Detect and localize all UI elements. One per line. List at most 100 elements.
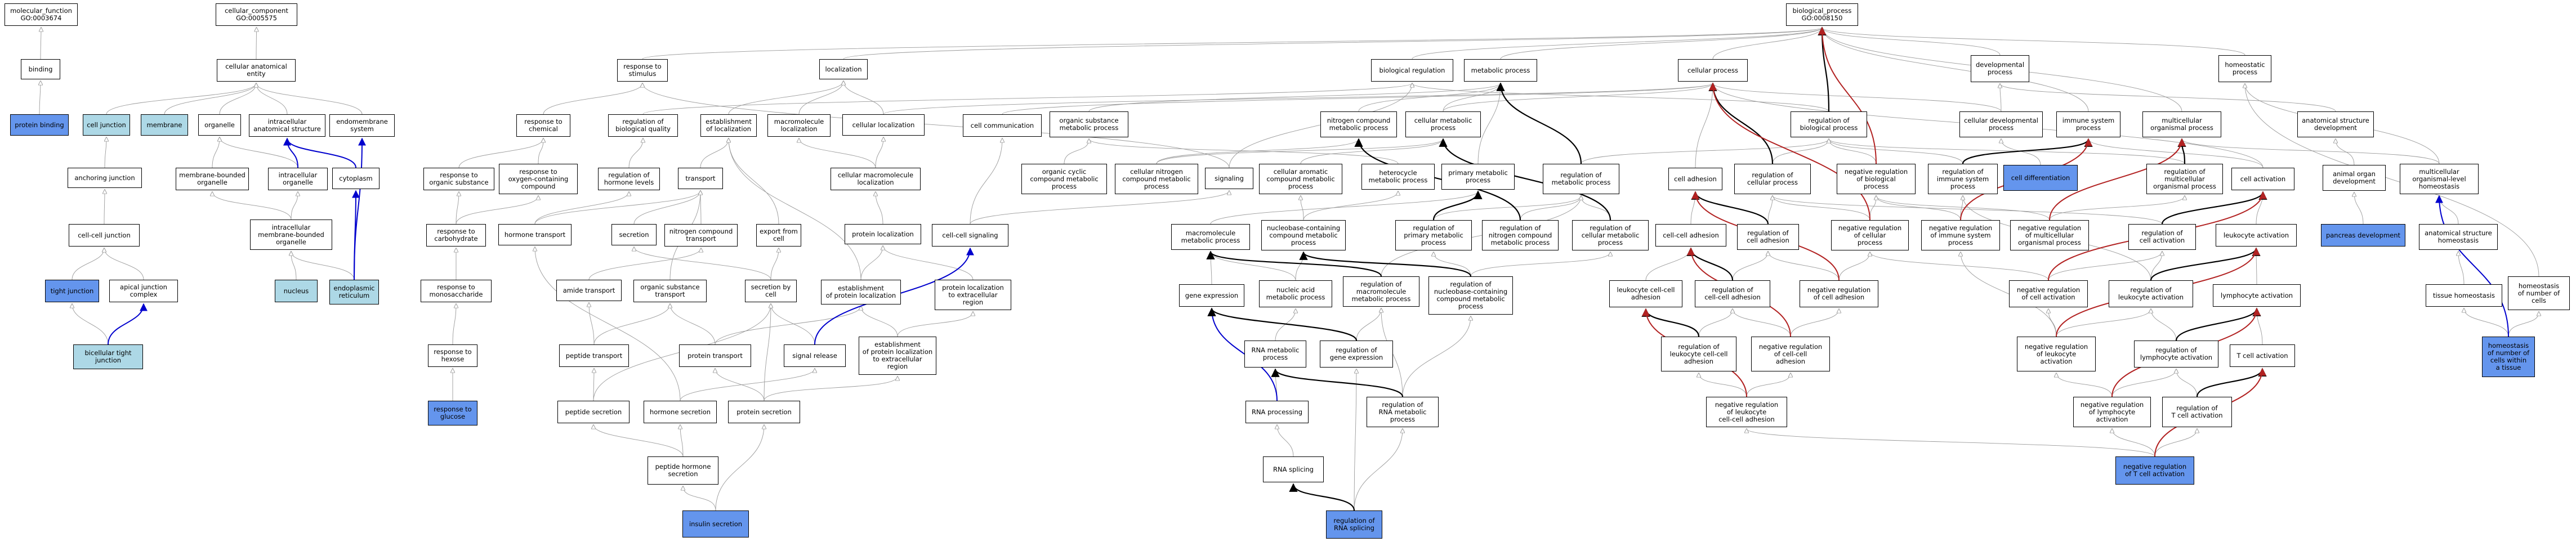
go-node[interactable]: signal release xyxy=(784,344,846,367)
go-node[interactable]: localization xyxy=(819,59,868,79)
go-node[interactable]: tight junction xyxy=(45,280,99,302)
go-node[interactable]: response to oxygen-containing compound xyxy=(499,164,578,194)
go-node[interactable]: cellular process xyxy=(1678,59,1748,82)
go-node[interactable]: cytoplasm xyxy=(332,168,380,189)
go-node[interactable]: negative regulation of multicellular org… xyxy=(2010,220,2089,250)
go-node[interactable]: regulation of gene expression xyxy=(1320,341,1393,368)
go-node[interactable]: cell adhesion xyxy=(1668,168,1722,190)
go-node[interactable]: cellular aromatic compound metabolic pro… xyxy=(1259,164,1342,194)
go-node[interactable]: regulation of hormone levels xyxy=(598,168,660,190)
go-node[interactable]: regulation of cellular metabolic process xyxy=(1572,220,1649,250)
go-node[interactable]: transport xyxy=(678,168,723,189)
go-node[interactable]: response to organic substance xyxy=(423,168,494,190)
go-node[interactable]: cell-cell signaling xyxy=(932,224,1008,247)
go-node[interactable]: regulation of multicellular organismal p… xyxy=(2146,164,2223,194)
go-node[interactable]: nucleobase-containing compound metabolic… xyxy=(1261,220,1346,250)
go-node[interactable]: endoplasmic reticulum xyxy=(329,280,379,304)
go-node[interactable]: cell-cell junction xyxy=(69,224,140,247)
go-node[interactable]: macromolecule localization xyxy=(767,114,831,137)
go-node[interactable]: RNA processing xyxy=(1245,401,1309,423)
go-node[interactable]: hormone transport xyxy=(498,224,572,245)
go-node[interactable]: cellular developmental process xyxy=(1959,111,2043,137)
go-node[interactable]: organic substance transport xyxy=(633,280,707,302)
go-node[interactable]: organelle xyxy=(198,114,241,136)
go-node[interactable]: anchoring junction xyxy=(68,168,142,188)
go-node[interactable]: negative regulation of cell adhesion xyxy=(1800,280,1878,307)
go-node[interactable]: regulation of nucleobase-containing comp… xyxy=(1428,276,1513,315)
go-node[interactable]: heterocycle metabolic process xyxy=(1361,164,1435,190)
go-node[interactable]: peptide hormone secretion xyxy=(648,456,718,485)
go-node[interactable]: response to glucose xyxy=(428,401,477,425)
go-node[interactable]: protein transport xyxy=(679,344,751,367)
go-node[interactable]: negative regulation of lymphocyte activa… xyxy=(2073,397,2151,427)
go-node[interactable]: regulation of T cell activation xyxy=(2162,397,2232,427)
go-node[interactable]: peptide secretion xyxy=(557,401,630,423)
go-node[interactable]: regulation of RNA metabolic process xyxy=(1367,397,1439,427)
go-node[interactable]: biological_process GO:0008150 xyxy=(1786,3,1858,26)
go-node[interactable]: response to chemical xyxy=(516,114,570,137)
go-node[interactable]: pancreas development xyxy=(2321,224,2405,247)
go-node[interactable]: response to stimulus xyxy=(617,59,668,82)
go-node[interactable]: regulation of immune system process xyxy=(1928,164,1998,194)
go-node[interactable]: negative regulation of leukocyte activat… xyxy=(2017,337,2096,371)
go-node[interactable]: T cell activation xyxy=(2230,344,2295,367)
go-node[interactable]: nitrogen compound transport xyxy=(664,224,738,247)
go-node[interactable]: cellular_component GO:0005575 xyxy=(216,3,297,26)
go-node[interactable]: secretion by cell xyxy=(745,280,797,302)
go-node[interactable]: macromolecule metabolic process xyxy=(1171,224,1250,250)
go-node[interactable]: response to hexose xyxy=(428,344,477,367)
go-node[interactable]: negative regulation of cell-cell adhesio… xyxy=(1751,337,1830,371)
go-node[interactable]: negative regulation of immune system pro… xyxy=(1921,220,2000,250)
go-node[interactable]: endomembrane system xyxy=(329,114,395,137)
go-node[interactable]: regulation of cell activation xyxy=(2128,224,2196,250)
go-node[interactable]: response to carbohydrate xyxy=(426,224,486,247)
go-node[interactable]: establishment of protein localization to… xyxy=(859,337,936,375)
go-node[interactable]: cellular macromolecule localization xyxy=(831,168,921,190)
go-node[interactable]: animal organ development xyxy=(2323,165,2386,191)
go-node[interactable]: regulation of leukocyte cell-cell adhesi… xyxy=(1661,337,1736,371)
go-node[interactable]: cell-cell adhesion xyxy=(1655,224,1726,247)
go-node[interactable]: protein localization xyxy=(845,224,921,244)
go-node[interactable]: regulation of nitrogen compound metaboli… xyxy=(1482,220,1559,250)
go-node[interactable]: intracellular organelle xyxy=(268,168,328,190)
go-node[interactable]: leukocyte activation xyxy=(2216,224,2297,247)
go-node[interactable]: regulation of cell-cell adhesion xyxy=(1695,280,1770,307)
go-node[interactable]: amide transport xyxy=(556,280,622,301)
go-node[interactable]: secretion xyxy=(611,224,657,245)
go-node[interactable]: cellular nitrogen compound metabolic pro… xyxy=(1115,164,1198,194)
go-node[interactable]: negative regulation of cell activation xyxy=(2009,280,2088,307)
go-node[interactable]: anatomical structure development xyxy=(2297,111,2374,137)
go-node[interactable]: insulin secretion xyxy=(682,510,749,537)
go-node[interactable]: cellular localization xyxy=(842,114,925,136)
go-node[interactable]: negative regulation of biological proces… xyxy=(1837,164,1916,194)
go-node[interactable]: regulation of leukocyte activation xyxy=(2109,280,2193,307)
go-node[interactable]: primary metabolic process xyxy=(1441,164,1515,190)
go-node[interactable]: regulation of macromolecule metabolic pr… xyxy=(1343,276,1419,307)
go-node[interactable]: negative regulation of T cell activation xyxy=(2115,456,2194,485)
go-node[interactable]: nucleic acid metabolic process xyxy=(1259,280,1332,307)
go-node[interactable]: apical junction complex xyxy=(109,280,178,302)
go-node[interactable]: cellular anatomical entity xyxy=(217,59,296,82)
go-node[interactable]: multicellular organismal-level homeostas… xyxy=(2400,164,2479,194)
go-node[interactable]: membrane-bounded organelle xyxy=(176,168,249,190)
go-node[interactable]: anatomical structure homeostasis xyxy=(2419,224,2498,250)
go-node[interactable]: response to monosaccharide xyxy=(421,280,492,302)
go-node[interactable]: negative regulation of leukocyte cell-ce… xyxy=(1706,397,1787,427)
go-node[interactable]: homeostasis of number of cells xyxy=(2508,276,2570,310)
go-node[interactable]: cell activation xyxy=(2231,168,2294,190)
go-node[interactable]: signaling xyxy=(1205,168,1253,189)
go-node[interactable]: RNA metabolic process xyxy=(1244,341,1306,368)
go-node[interactable]: intracellular membrane-bounded organelle xyxy=(250,220,332,250)
go-node[interactable]: developmental process xyxy=(1971,55,2029,82)
go-node[interactable]: export from cell xyxy=(756,224,801,247)
go-node[interactable]: negative regulation of cellular process xyxy=(1831,220,1909,250)
go-node[interactable]: regulation of metabolic process xyxy=(1543,164,1619,194)
go-node[interactable]: cell differentiation xyxy=(2003,165,2078,191)
go-node[interactable]: regulation of primary metabolic process xyxy=(1395,220,1472,250)
go-node[interactable]: lymphocyte activation xyxy=(2213,284,2301,307)
go-node[interactable]: nucleus xyxy=(275,280,318,302)
go-node[interactable]: intracellular anatomical structure xyxy=(249,114,325,137)
go-node[interactable]: metabolic process xyxy=(1464,59,1537,82)
go-node[interactable]: gene expression xyxy=(1179,284,1244,307)
go-node[interactable]: peptide transport xyxy=(559,344,629,367)
